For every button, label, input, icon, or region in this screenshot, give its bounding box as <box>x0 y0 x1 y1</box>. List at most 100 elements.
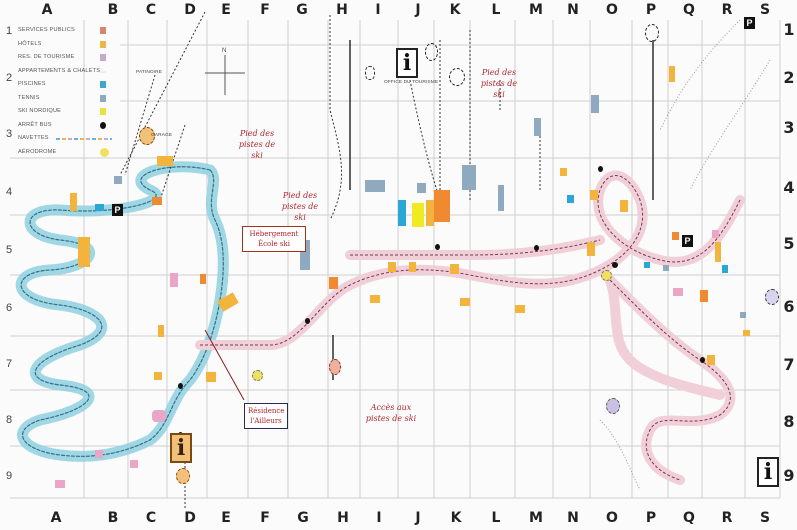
label-patinoire: PATINOIRE <box>136 70 163 75</box>
building-tennis[interactable] <box>365 180 385 192</box>
col-label-bottom: H <box>337 510 349 526</box>
legend-item-appartements: APPARTEMENTS & CHALETS <box>18 65 118 79</box>
building-public-service[interactable] <box>434 190 450 222</box>
building-hotel[interactable] <box>450 264 459 274</box>
building-residence[interactable] <box>55 480 65 488</box>
building-pool[interactable] <box>644 262 650 268</box>
col-label-top: O <box>606 2 618 18</box>
building-hotel[interactable] <box>78 237 90 267</box>
building-public-service[interactable] <box>152 197 162 205</box>
col-label-bottom: E <box>221 510 231 526</box>
row-label-left: 8 <box>5 414 13 426</box>
nordic-area-icon[interactable] <box>765 289 779 305</box>
building-tennis[interactable] <box>114 176 122 184</box>
building-tennis[interactable] <box>591 95 599 113</box>
annotation-pied-pistes: Pied des pistes de ski <box>281 191 319 222</box>
building-hotel[interactable] <box>70 193 77 211</box>
building-tennis[interactable] <box>498 185 504 211</box>
building-pool[interactable] <box>95 204 104 211</box>
nordic-area-icon[interactable] <box>606 398 620 414</box>
bus-stop-icon[interactable] <box>700 357 705 363</box>
col-label-bottom: B <box>107 510 119 526</box>
col-label-bottom: J <box>415 510 421 526</box>
building-residence[interactable] <box>152 410 166 422</box>
col-label-top: D <box>184 2 196 18</box>
building-hotel[interactable] <box>590 190 598 200</box>
building-nordic[interactable] <box>412 203 424 227</box>
building-residence[interactable] <box>712 230 719 238</box>
col-label-top: Q <box>683 2 695 18</box>
building-hotel[interactable] <box>158 325 164 337</box>
building-public-service[interactable] <box>200 274 206 284</box>
row-label-left: 5 <box>5 244 13 256</box>
building-residence[interactable] <box>95 450 103 458</box>
bus-stop-icon[interactable] <box>305 318 310 324</box>
row-label-right: 2 <box>783 68 795 87</box>
building-hotel[interactable] <box>154 372 162 380</box>
building-hotel[interactable] <box>707 355 715 365</box>
row-label-right: 7 <box>783 355 795 374</box>
building-residence[interactable] <box>673 288 683 296</box>
legend-item-tennis: TENNIS <box>18 92 118 106</box>
building-tennis[interactable] <box>300 240 310 270</box>
building-tennis[interactable] <box>663 265 669 271</box>
building-hotel[interactable] <box>460 298 470 306</box>
aerodrome-icon[interactable] <box>329 359 341 375</box>
bus-stop-icon[interactable] <box>178 383 183 389</box>
building-hotel[interactable] <box>409 262 416 272</box>
parking-icon[interactable]: P <box>682 235 693 247</box>
building-public-service[interactable] <box>700 290 708 302</box>
cable-car-icon[interactable] <box>425 43 438 61</box>
legend-item-arret-bus: ARRÊT BUS <box>18 119 118 133</box>
building-residence[interactable] <box>130 460 138 468</box>
church-icon[interactable] <box>365 66 375 80</box>
building-hotel[interactable] <box>157 156 173 166</box>
building-tennis[interactable] <box>417 183 426 193</box>
building-pool[interactable] <box>398 200 406 226</box>
parking-icon[interactable]: P <box>112 204 123 216</box>
info-icon[interactable]: i <box>396 48 418 78</box>
row-label-right: 3 <box>783 118 795 137</box>
label-garage: GARAGE <box>151 133 173 138</box>
cable-car-icon[interactable] <box>645 24 659 42</box>
building-public-service[interactable] <box>672 232 679 240</box>
building-public-service[interactable] <box>329 277 338 289</box>
col-label-bottom: K <box>450 510 462 526</box>
bus-stop-icon[interactable] <box>435 244 440 250</box>
building-hotel[interactable] <box>426 200 434 226</box>
annotation-box-residence: Résidence l'Ailleurs <box>244 403 288 429</box>
building-hotel[interactable] <box>587 242 595 256</box>
building-hotel[interactable] <box>743 330 750 336</box>
col-label-bottom: S <box>759 510 771 526</box>
building-hotel[interactable] <box>388 262 396 272</box>
row-label-right: 6 <box>783 297 795 316</box>
info-icon[interactable]: i <box>170 433 192 463</box>
building-hotel[interactable] <box>669 66 675 82</box>
bus-stop-icon[interactable] <box>612 262 618 268</box>
building-pool[interactable] <box>722 265 728 273</box>
cable-car-icon[interactable] <box>449 68 465 86</box>
building-tennis[interactable] <box>740 312 746 318</box>
building-hotel[interactable] <box>560 168 567 176</box>
col-label-top: R <box>721 2 733 18</box>
bus-stop-icon[interactable] <box>534 245 539 251</box>
parking-icon[interactable]: P <box>744 17 755 29</box>
building-hotel[interactable] <box>715 242 721 262</box>
aerodrome-icon[interactable] <box>139 127 155 145</box>
col-label-top: N <box>567 2 579 18</box>
nordic-marker[interactable] <box>252 370 263 381</box>
nordic-marker[interactable] <box>601 270 612 281</box>
building-hotel[interactable] <box>370 295 380 303</box>
building-tennis[interactable] <box>534 118 541 136</box>
building-residence[interactable] <box>170 273 178 287</box>
bus-stop-icon[interactable] <box>598 166 603 172</box>
building-hotel[interactable] <box>206 372 216 382</box>
building-pool[interactable] <box>567 195 574 203</box>
building-hotel[interactable] <box>620 200 628 212</box>
info-icon[interactable]: i <box>757 457 779 487</box>
building-tennis[interactable] <box>462 165 476 190</box>
aerodrome-icon[interactable] <box>176 468 190 484</box>
building-hotel[interactable] <box>515 305 525 313</box>
